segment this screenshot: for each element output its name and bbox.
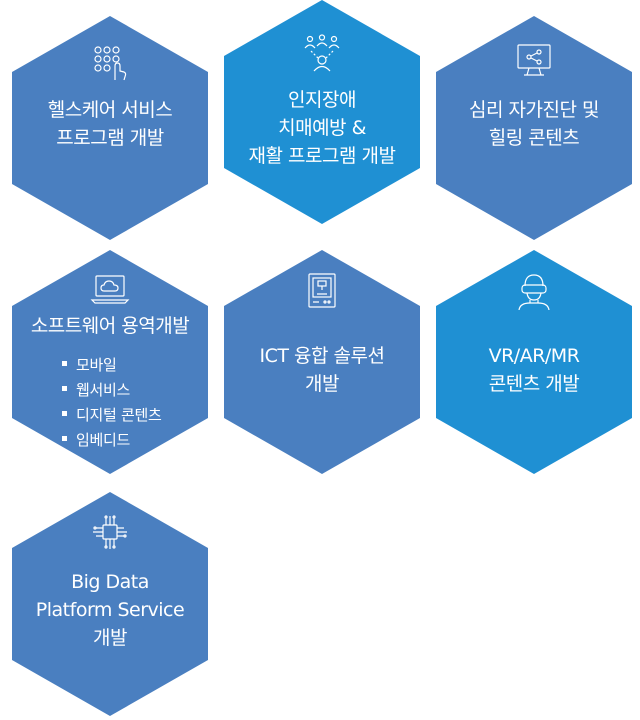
vr-headset-user-icon: [514, 272, 554, 310]
hex-title-line: 헬스케어 서비스: [47, 99, 173, 121]
list-item: 디지털 콘텐츠: [62, 403, 162, 428]
hex-title-line: 인지장애: [288, 89, 356, 111]
keypad-touch-icon: [90, 44, 130, 82]
hex-software-development[interactable]: 소프트웨어 용역개발 모바일 웹서비스 디지털 콘텐츠 임베디드: [12, 250, 208, 474]
hex-ict-solution[interactable]: ICT 융합 솔루션 개발: [224, 250, 420, 474]
hex-title-line: Platform Service: [35, 599, 185, 621]
hex-title-line: 프로그램 개발: [56, 127, 164, 149]
hex-psych-self-diagnosis[interactable]: 심리 자가진단 및 힐링 콘텐츠: [436, 16, 632, 240]
hex-title-line: 개발: [93, 627, 127, 649]
hex-title-line: Big Data: [71, 571, 149, 593]
list-item: 임베디드: [62, 428, 161, 453]
hex-healthcare-service[interactable]: 헬스케어 서비스 프로그램 개발: [12, 16, 208, 240]
hex-vr-ar-mr[interactable]: VR/AR/MR 콘텐츠 개발: [436, 250, 632, 474]
laptop-cloud-icon: [90, 272, 130, 310]
monitor-share-icon: [514, 42, 554, 80]
hex-title-line: 개발: [305, 373, 339, 395]
hex-title-line: VR/AR/MR: [488, 345, 580, 367]
hex-title-line: 재활 프로그램 개발: [248, 145, 396, 167]
hex-title-line: ICT 융합 솔루션: [259, 345, 385, 367]
hex-title-line: 심리 자가진단 및: [469, 99, 599, 121]
hex-dementia-rehab[interactable]: 인지장애 치매예방 & 재활 프로그램 개발: [224, 0, 420, 224]
software-bullet-list: 모바일 웹서비스 디지털 콘텐츠 임베디드: [62, 353, 162, 453]
hex-big-data-platform[interactable]: Big Data Platform Service 개발: [12, 492, 208, 716]
hex-title-line: 치매예방 &: [278, 117, 366, 139]
hex-title-line: 소프트웨어 용역개발: [30, 315, 190, 337]
group-network-icon: [302, 34, 342, 72]
list-item: 웹서비스: [62, 378, 161, 403]
chip-circuit-icon: [90, 514, 130, 552]
3d-printer-icon: [302, 272, 342, 310]
hex-title-line: 콘텐츠 개발: [488, 373, 580, 395]
hex-title-line: 힐링 콘텐츠: [488, 127, 580, 149]
list-item: 모바일: [62, 353, 161, 378]
